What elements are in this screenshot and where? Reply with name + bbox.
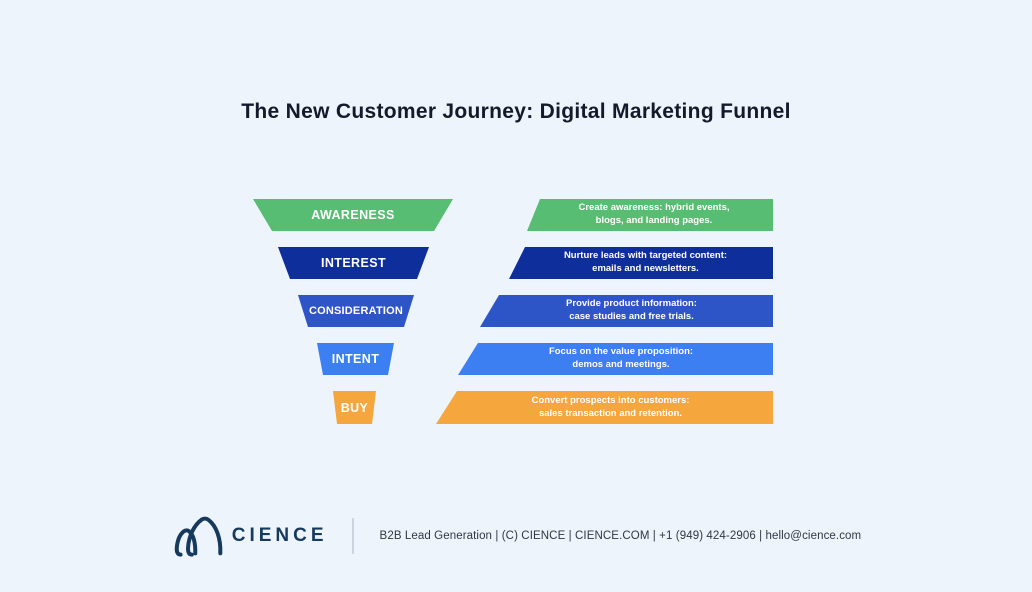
desc-line: Provide product information: [566, 298, 697, 310]
desc-line: blogs, and landing pages. [595, 215, 713, 226]
funnel-desc-awareness: Create awareness: hybrid events, blogs, … [527, 199, 773, 231]
desc-line: case studies and free trials. [569, 311, 694, 322]
funnel-desc-consideration: Provide product information: case studie… [480, 295, 773, 327]
funnel-stage-buy: BUY [333, 391, 376, 424]
desc-line: demos and meetings. [572, 359, 670, 370]
desc-line: Create awareness: hybrid events, [578, 202, 730, 214]
cience-logo-icon [174, 516, 223, 557]
funnel-stage-awareness: AWARENESS [253, 199, 453, 231]
cience-wordmark: CIENCE [231, 525, 328, 546]
funnel-stage-intent: INTENT [317, 343, 394, 375]
desc-line: emails and newsletters. [592, 263, 699, 274]
funnel-desc-interest: Nurture leads with targeted content: ema… [509, 247, 773, 279]
funnel-desc-intent: Focus on the value proposition: demos an… [458, 343, 773, 375]
desc-line: sales transaction and retention. [538, 407, 683, 419]
funnel-desc-buy: Convert prospects into customers: sales … [436, 391, 773, 424]
footer: CIENCE B2B Lead Generation | (C) CIENCE … [0, 510, 1032, 562]
funnel-stage-interest: INTEREST [278, 247, 429, 279]
funnel-stage-label: AWARENESS [311, 208, 395, 222]
page-title: The New Customer Journey: Digital Market… [241, 100, 791, 123]
funnel-stage-label: INTEREST [320, 256, 386, 270]
footer-contact-info: B2B Lead Generation | (C) CIENCE | CIENC… [379, 530, 862, 542]
funnel-stage-consideration: CONSIDERATION [298, 295, 414, 327]
desc-line: Focus on the value proposition: [548, 346, 694, 358]
funnel-stage-label: INTENT [331, 352, 380, 366]
footer-divider [351, 518, 354, 554]
funnel-stage-label: BUY [340, 400, 369, 415]
funnel-stage-label: CONSIDERATION [308, 305, 404, 317]
desc-line: Nurture leads with targeted content: [563, 250, 728, 262]
desc-line: Convert prospects into customers: [531, 394, 690, 406]
